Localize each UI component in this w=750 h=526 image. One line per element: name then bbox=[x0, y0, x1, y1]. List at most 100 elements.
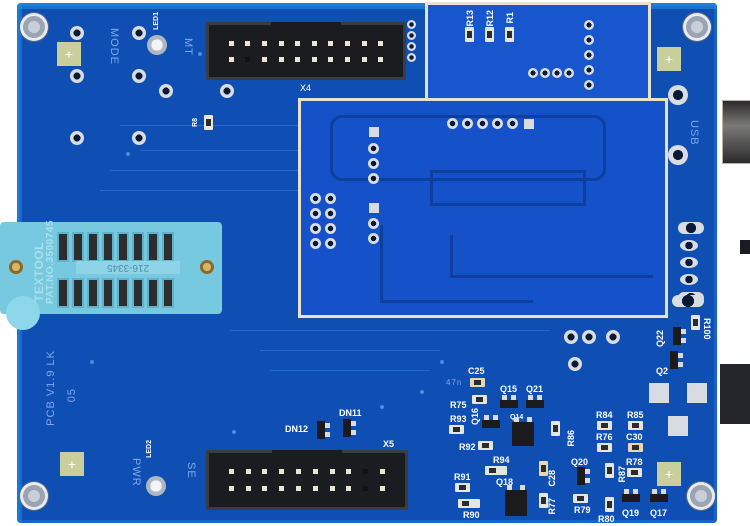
switch-pad bbox=[132, 131, 146, 145]
module-trace bbox=[450, 235, 653, 278]
module-pin bbox=[325, 193, 336, 204]
oval-pad bbox=[680, 240, 698, 251]
label-r78: R78 bbox=[626, 457, 643, 467]
usb-mount-pad bbox=[668, 85, 688, 105]
transistor-q22 bbox=[673, 327, 681, 345]
zif-row-top bbox=[57, 232, 174, 262]
label-r84: R84 bbox=[596, 410, 613, 420]
zif-patent: PAT.NO.3500745 bbox=[45, 220, 56, 304]
label-rev: 05 bbox=[66, 388, 78, 403]
module-pin bbox=[584, 35, 594, 45]
resistor-r76 bbox=[597, 443, 612, 452]
resistor-r80 bbox=[605, 497, 614, 512]
module-trace bbox=[330, 115, 606, 181]
module-pin bbox=[477, 118, 488, 129]
oval-pad bbox=[678, 222, 704, 234]
label-dn11: DN11 bbox=[339, 408, 362, 418]
label-q22: Q22 bbox=[655, 330, 665, 348]
resistor-r87 bbox=[605, 463, 614, 478]
capacitor-c25 bbox=[470, 378, 485, 387]
trace bbox=[110, 170, 300, 171]
module-pin bbox=[462, 118, 473, 129]
resistor-r75 bbox=[472, 395, 487, 404]
module-pin bbox=[540, 68, 550, 78]
usb-connector bbox=[722, 100, 750, 164]
transistor-q17 bbox=[650, 489, 668, 502]
resistor-r12 bbox=[485, 27, 494, 42]
label-mode: MODE bbox=[108, 28, 120, 65]
resistor-r91 bbox=[455, 483, 470, 492]
mounting-hole bbox=[683, 13, 711, 41]
module-trace bbox=[430, 170, 586, 206]
zif-lever[interactable] bbox=[6, 296, 40, 330]
pad bbox=[564, 330, 578, 344]
label-q16: Q16 bbox=[470, 408, 480, 426]
module-pin bbox=[325, 238, 336, 249]
switch-pad bbox=[70, 69, 84, 83]
capacitor-c30 bbox=[628, 443, 643, 452]
via bbox=[440, 360, 444, 364]
resistor-r90 bbox=[458, 499, 480, 508]
header-x4 bbox=[206, 22, 406, 80]
module-pin bbox=[564, 68, 574, 78]
label-r93: R93 bbox=[450, 414, 467, 424]
resistor-r92 bbox=[478, 441, 493, 450]
label-c25-value: 47n bbox=[446, 378, 463, 387]
led2 bbox=[146, 476, 166, 496]
trace bbox=[230, 330, 550, 331]
via bbox=[90, 360, 94, 364]
regulator-q14 bbox=[512, 417, 534, 446]
module-pin bbox=[447, 118, 458, 129]
resistor-r100 bbox=[691, 315, 700, 330]
label-r13: R13 bbox=[465, 10, 475, 27]
test-pad: + bbox=[57, 42, 81, 66]
label-r94: R94 bbox=[493, 455, 510, 465]
resistor-r94 bbox=[485, 466, 507, 475]
side-switch bbox=[720, 364, 750, 424]
header-pad bbox=[407, 42, 416, 51]
label-q19: Q19 bbox=[622, 508, 640, 518]
zif-brand: TEXTOOL bbox=[32, 242, 46, 302]
switch-pad bbox=[70, 131, 84, 145]
header-pad bbox=[407, 31, 416, 40]
label-r92: R92 bbox=[459, 442, 476, 452]
resistor-r79 bbox=[573, 494, 588, 503]
oval-pad bbox=[680, 257, 698, 268]
via bbox=[198, 52, 202, 56]
module-pin bbox=[584, 20, 594, 30]
module-pin-1 bbox=[369, 203, 379, 213]
module-pin bbox=[368, 173, 379, 184]
module-pin-1 bbox=[524, 119, 534, 129]
module-pin bbox=[368, 143, 379, 154]
oval-pad bbox=[680, 274, 698, 285]
resistor-r86 bbox=[551, 421, 560, 436]
module-pin bbox=[368, 233, 379, 244]
label-x4: X4 bbox=[300, 83, 312, 93]
pad bbox=[568, 357, 582, 371]
transistor-q21 bbox=[526, 395, 544, 408]
module-pin bbox=[552, 68, 562, 78]
transistor-q16 bbox=[482, 415, 500, 428]
mounting-hole bbox=[20, 13, 48, 41]
label-r8: R8 bbox=[192, 118, 199, 127]
label-r91: R91 bbox=[454, 472, 471, 482]
transistor-q15 bbox=[500, 395, 518, 408]
module-pin bbox=[368, 158, 379, 169]
zif-part-number: 216-3345 bbox=[76, 261, 180, 274]
trace bbox=[140, 150, 300, 151]
resistor-r84 bbox=[597, 421, 612, 430]
header-pad bbox=[407, 53, 416, 62]
label-q20: Q20 bbox=[571, 457, 589, 467]
resistor-r13 bbox=[465, 27, 474, 42]
zif-socket[interactable]: 216-3345 TEXTOOL PAT.NO.3500745 bbox=[0, 220, 222, 314]
mounting-hole bbox=[20, 482, 48, 510]
label-c28: C28 bbox=[547, 470, 557, 487]
module-pin bbox=[528, 68, 538, 78]
label-r100: R100 bbox=[702, 318, 712, 340]
side-switch bbox=[740, 240, 750, 254]
trace bbox=[260, 350, 440, 351]
label-r80: R80 bbox=[598, 514, 615, 524]
label-r90: R90 bbox=[463, 510, 480, 520]
test-pad: + bbox=[657, 47, 681, 71]
trace bbox=[100, 190, 300, 191]
